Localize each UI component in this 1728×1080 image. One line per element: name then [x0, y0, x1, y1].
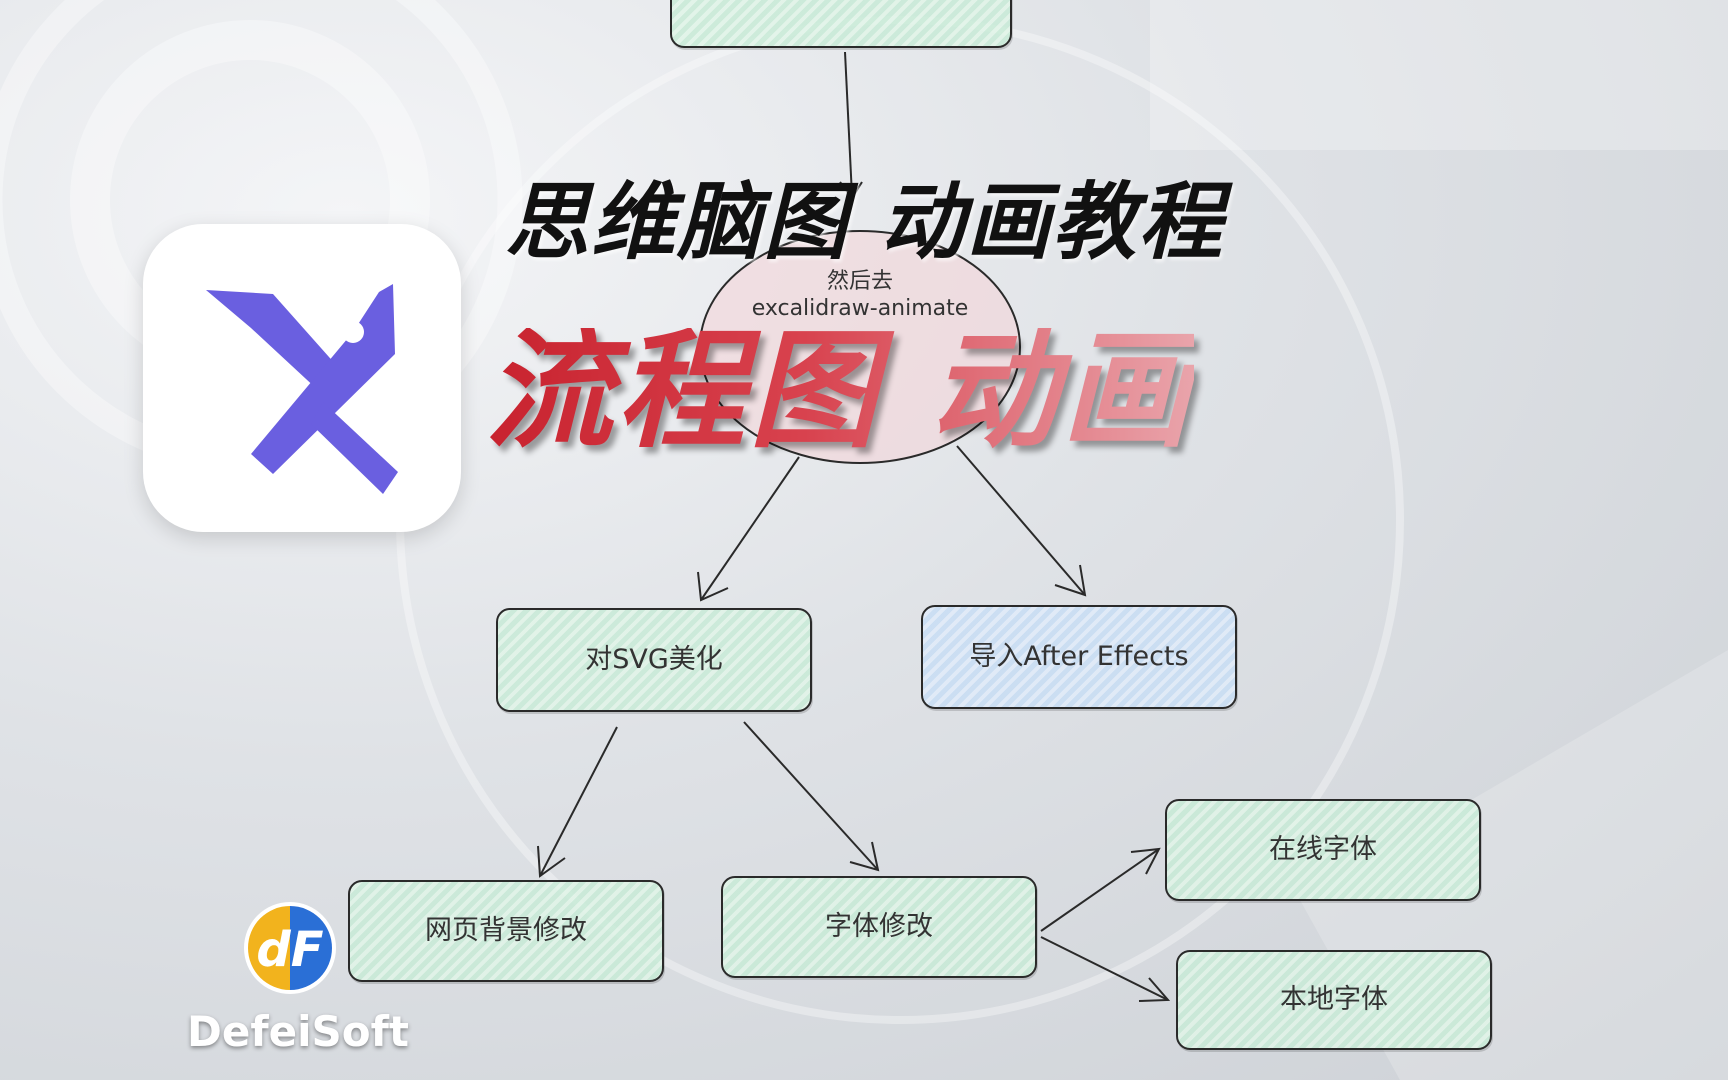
node-font-edit: 字体修改 — [721, 876, 1037, 978]
arrow — [700, 456, 800, 601]
node-import-ae: 导入After Effects — [921, 605, 1237, 709]
ellipse-node-text: 然后去 excalidraw-animate — [700, 268, 1020, 322]
node-label: 在线字体 — [1269, 833, 1377, 865]
arrow — [743, 721, 879, 871]
node-label: 本地字体 — [1280, 983, 1388, 1015]
node-local-font: 本地字体 — [1176, 950, 1492, 1050]
title-mindmap-animation: 思维脑图 动画教程 — [505, 173, 1225, 271]
node-web-bg: 网页背景修改 — [348, 880, 664, 982]
arrow — [844, 51, 853, 197]
excalidraw-app-icon — [143, 224, 461, 532]
arrow — [1040, 848, 1160, 932]
ellipse-node — [699, 230, 1021, 464]
arrow — [956, 445, 1086, 596]
defeisoft-brand-name: DefeiSoft — [187, 1007, 409, 1056]
ellipse-line2: excalidraw-animate — [751, 296, 969, 321]
node-label: 对SVG美化 — [585, 643, 723, 675]
ellipse-line1: 然后去 — [826, 269, 893, 294]
arrow — [539, 726, 618, 877]
connector-arrows — [537, 51, 1171, 1002]
node-beautify-svg: 对SVG美化 — [496, 608, 812, 712]
pen-tools-icon — [206, 284, 398, 494]
defeisoft-logo-icon: dF — [244, 902, 336, 994]
svg-text:dF: dF — [256, 922, 323, 978]
top-node — [670, 0, 1012, 48]
node-label: 字体修改 — [825, 910, 933, 942]
node-label: 导入After Effects — [969, 640, 1189, 672]
node-label: 网页背景修改 — [425, 914, 587, 946]
title-flowchart-animation: 流程图 动画 — [485, 317, 1194, 466]
node-online-font: 在线字体 — [1165, 799, 1481, 901]
arrow — [1040, 936, 1169, 1001]
